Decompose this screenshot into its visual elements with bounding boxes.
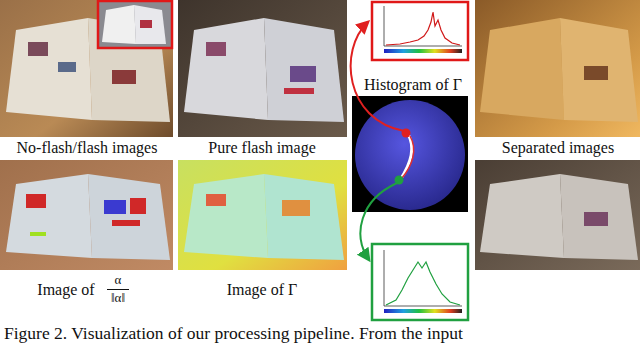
panel-label: Pure flash image xyxy=(208,139,316,157)
page-picture xyxy=(140,20,152,28)
photo-ground xyxy=(178,160,347,270)
alpha-image xyxy=(0,160,173,270)
histogram-frame xyxy=(372,2,468,60)
gamma-image xyxy=(178,160,347,270)
photo-separated-ambient xyxy=(475,0,640,137)
page-picture xyxy=(206,194,226,206)
page-picture xyxy=(104,200,126,214)
spectrum-bar xyxy=(384,49,462,53)
histogram-frame xyxy=(372,244,468,320)
book-page xyxy=(264,18,344,122)
photo-ground xyxy=(0,0,173,137)
book-page xyxy=(102,5,136,44)
book-page xyxy=(480,174,564,258)
histogram-axes xyxy=(384,6,462,46)
page-picture xyxy=(26,194,46,208)
histogram-axes xyxy=(384,250,462,306)
spectrum-bar xyxy=(384,309,462,313)
photo-pure-flash xyxy=(178,0,347,137)
book-page xyxy=(88,174,170,260)
inset-frame xyxy=(98,1,172,48)
page-picture xyxy=(112,70,136,84)
page-picture xyxy=(584,66,608,80)
photo-ground xyxy=(0,160,173,270)
fraction-denominator: ‖α‖ xyxy=(111,291,125,305)
fraction-bar xyxy=(107,289,129,290)
page-picture xyxy=(130,198,146,214)
page-picture xyxy=(206,42,226,56)
page-picture xyxy=(282,200,310,216)
page-picture xyxy=(584,212,608,226)
book-page xyxy=(560,18,638,122)
panel-label: Image of xyxy=(37,281,94,299)
panel-label: Image of Γ xyxy=(227,281,298,299)
flash-inset xyxy=(98,1,172,48)
photo-ground xyxy=(178,0,347,137)
fraction-numerator: α xyxy=(115,273,122,287)
book-page xyxy=(134,5,166,44)
histogram-curve xyxy=(386,12,460,45)
panel-label: No-flash/flash images xyxy=(17,139,158,157)
page-picture xyxy=(112,220,140,226)
panel-label: Histogram of Γ xyxy=(364,76,462,94)
page-picture xyxy=(290,66,316,82)
book-page xyxy=(480,18,564,120)
book-page xyxy=(184,18,268,120)
book-page xyxy=(560,174,638,260)
book-page xyxy=(6,18,92,120)
photo-noflash xyxy=(0,0,173,137)
photo-ground xyxy=(475,160,640,270)
green-arrow xyxy=(360,183,397,260)
red-histogram xyxy=(372,2,468,60)
page-picture xyxy=(284,88,314,94)
gamma-distribution xyxy=(402,136,414,178)
green-histogram xyxy=(372,244,468,320)
book-page xyxy=(184,174,268,258)
book-page xyxy=(264,174,344,260)
panel-label: Separated images xyxy=(502,139,614,157)
book-page xyxy=(6,174,92,258)
photo-separated-flash xyxy=(475,160,640,270)
page-picture xyxy=(58,62,76,72)
photo-ground xyxy=(475,0,640,137)
histogram-curve xyxy=(386,262,460,305)
page-picture xyxy=(30,232,46,236)
page-picture xyxy=(28,42,48,56)
figure-caption: Figure 2. Visualization of our processin… xyxy=(4,324,463,343)
